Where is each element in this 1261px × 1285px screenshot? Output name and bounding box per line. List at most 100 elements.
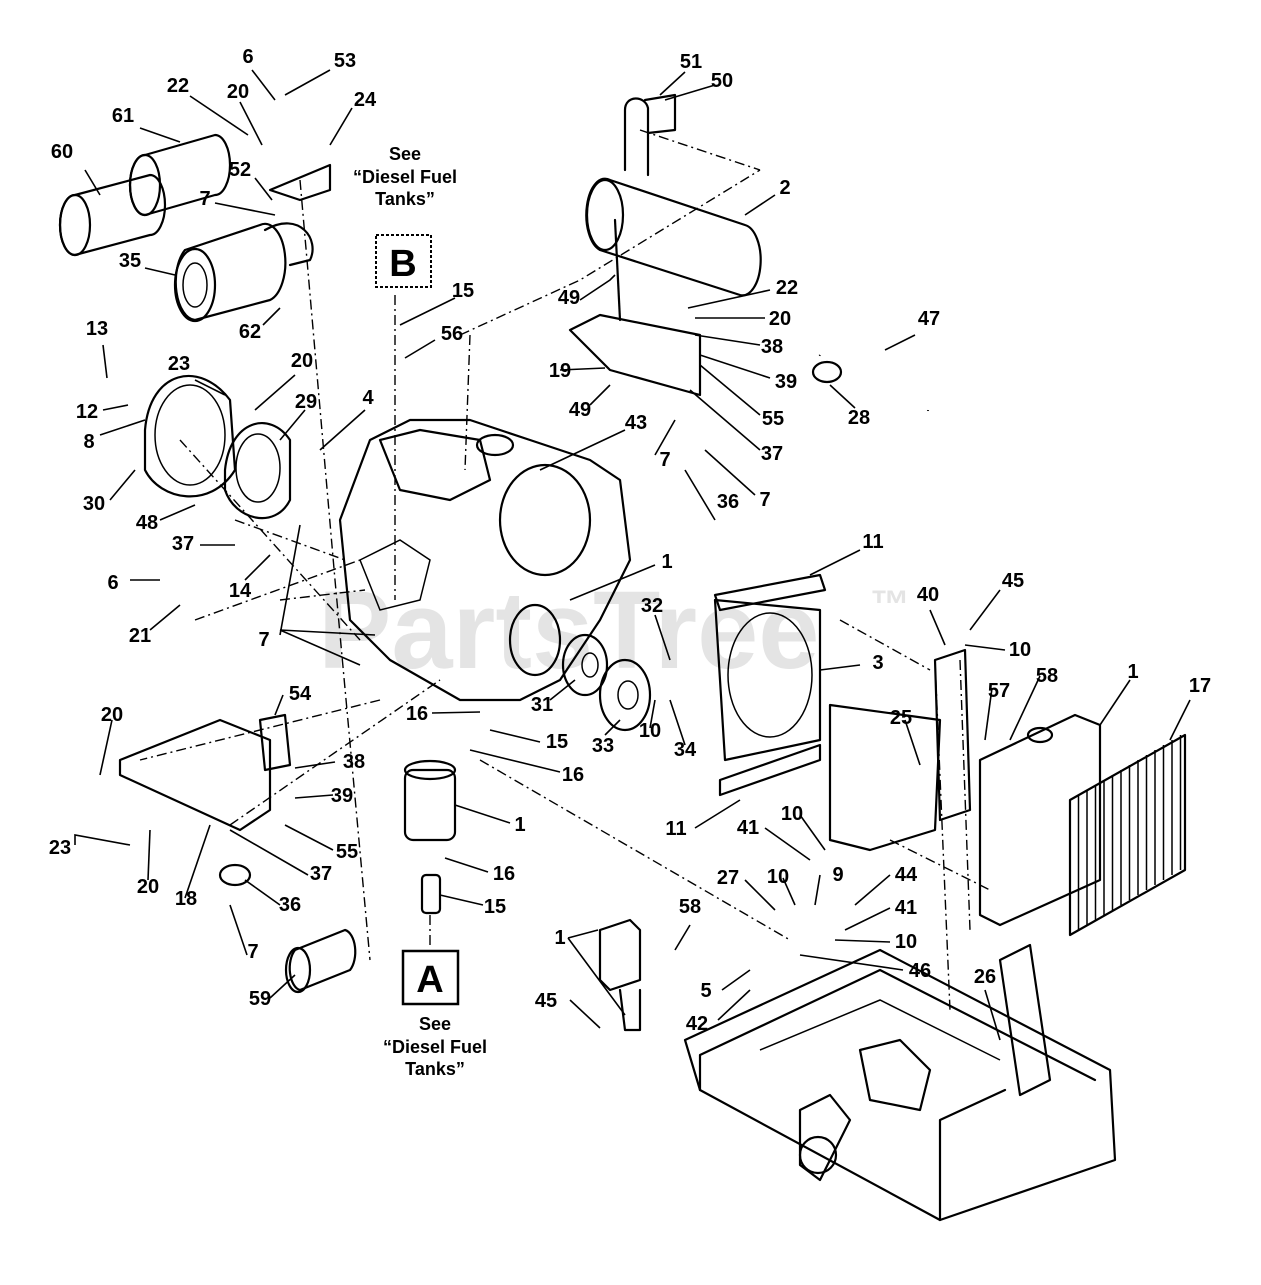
callout-20: 20: [291, 350, 313, 372]
callout-39: 39: [331, 785, 353, 807]
letter-a: A: [416, 959, 443, 1001]
callout-1: 1: [661, 551, 672, 573]
callout-19: 19: [549, 360, 571, 382]
letter-b: B: [389, 243, 416, 285]
callout-36: 36: [717, 491, 739, 513]
callout-53: 53: [334, 50, 356, 72]
callout-58: 58: [1036, 665, 1058, 687]
radiator-screen: [1068, 733, 1187, 937]
callout-37: 37: [172, 533, 194, 555]
watermark-trademark: ™: [870, 583, 910, 627]
callout-57: 57: [988, 680, 1010, 702]
engine: [338, 418, 632, 702]
coolant-reservoir: [598, 918, 642, 1032]
note-bottom-line3: Tanks”: [405, 1059, 465, 1079]
callout-38: 38: [761, 336, 783, 358]
callout-23: 23: [168, 353, 190, 375]
callout-55: 55: [336, 841, 358, 863]
callout-54: 54: [289, 683, 312, 705]
adapter-plate: [223, 422, 292, 520]
watermark: PartsTree: [318, 569, 819, 692]
note-bottom-line1: See: [419, 1014, 451, 1034]
callout-10: 10: [639, 720, 661, 742]
shroud-panel: [828, 648, 972, 852]
callout-33: 33: [592, 735, 614, 757]
fan-shroud: [143, 374, 237, 498]
callout-37: 37: [310, 863, 332, 885]
callout-20: 20: [769, 308, 791, 330]
muffler: [585, 93, 762, 297]
callout-36: 36: [279, 894, 301, 916]
callout-17: 17: [1189, 675, 1211, 697]
callout-25: 25: [890, 707, 912, 729]
callout-59: 59: [249, 988, 271, 1010]
callout-27: 27: [717, 867, 739, 889]
flywheel-pulleys: [561, 633, 652, 732]
callout-62: 62: [239, 321, 261, 343]
callout-7: 7: [759, 489, 770, 511]
callout-7: 7: [199, 188, 210, 210]
note-top-line2: “Diesel Fuel: [353, 167, 457, 187]
callout-52: 52: [229, 159, 251, 181]
callout-43: 43: [625, 412, 647, 434]
callout-1: 1: [554, 927, 565, 949]
fuel-filter: [403, 759, 457, 915]
callout-10: 10: [1009, 639, 1031, 661]
oil-filter: [284, 928, 357, 994]
air-cleaner-tubes: [58, 133, 232, 257]
letter-box-b: B: [375, 234, 432, 288]
radiator-frame: [713, 573, 827, 797]
leader-lines: [74, 69, 1191, 1041]
callout-12: 12: [76, 401, 98, 423]
radiator-hose: [811, 329, 933, 412]
callout-16: 16: [493, 863, 515, 885]
callout-3: 3: [872, 652, 883, 674]
callout-49: 49: [569, 399, 591, 421]
callout-47: 47: [918, 308, 940, 330]
callout-6: 6: [107, 572, 118, 594]
callout-15: 15: [452, 280, 474, 302]
callout-42: 42: [686, 1013, 708, 1035]
callout-8: 8: [83, 431, 94, 453]
note-top-line3: Tanks”: [375, 189, 435, 209]
callout-16: 16: [406, 703, 428, 725]
callout-21: 21: [129, 625, 151, 647]
radiator: [978, 713, 1102, 927]
callout-4: 4: [362, 387, 374, 409]
callout-61: 61: [112, 105, 134, 127]
callout-41: 41: [895, 897, 917, 919]
callout-46: 46: [909, 960, 931, 982]
callout-15: 15: [546, 731, 568, 753]
callout-41: 41: [737, 817, 759, 839]
callout-6: 6: [242, 46, 253, 68]
callout-37: 37: [761, 443, 783, 465]
engine-mount-bracket: [118, 713, 292, 887]
callout-14: 14: [229, 580, 252, 602]
callout-20: 20: [227, 81, 249, 103]
note-top-line1: See: [389, 144, 421, 164]
callout-5: 5: [700, 980, 711, 1002]
callout-30: 30: [83, 493, 105, 515]
note-bottom: See “Diesel Fuel Tanks”: [383, 1014, 487, 1079]
callout-49: 49: [558, 287, 580, 309]
callout-2: 2: [779, 177, 790, 199]
callout-32: 32: [641, 595, 663, 617]
callout-34: 34: [674, 739, 697, 761]
callout-22: 22: [776, 277, 798, 299]
callout-28: 28: [848, 407, 870, 429]
callout-29: 29: [295, 391, 317, 413]
callout-13: 13: [86, 318, 108, 340]
callout-35: 35: [119, 250, 141, 272]
callout-39: 39: [775, 371, 797, 393]
callout-20: 20: [137, 876, 159, 898]
callout-56: 56: [441, 323, 463, 345]
callout-60: 60: [51, 141, 73, 163]
callout-16: 16: [562, 764, 584, 786]
callout-38: 38: [343, 751, 365, 773]
callout-11: 11: [862, 531, 883, 553]
callout-11: 11: [665, 818, 686, 840]
callout-51: 51: [680, 51, 702, 73]
